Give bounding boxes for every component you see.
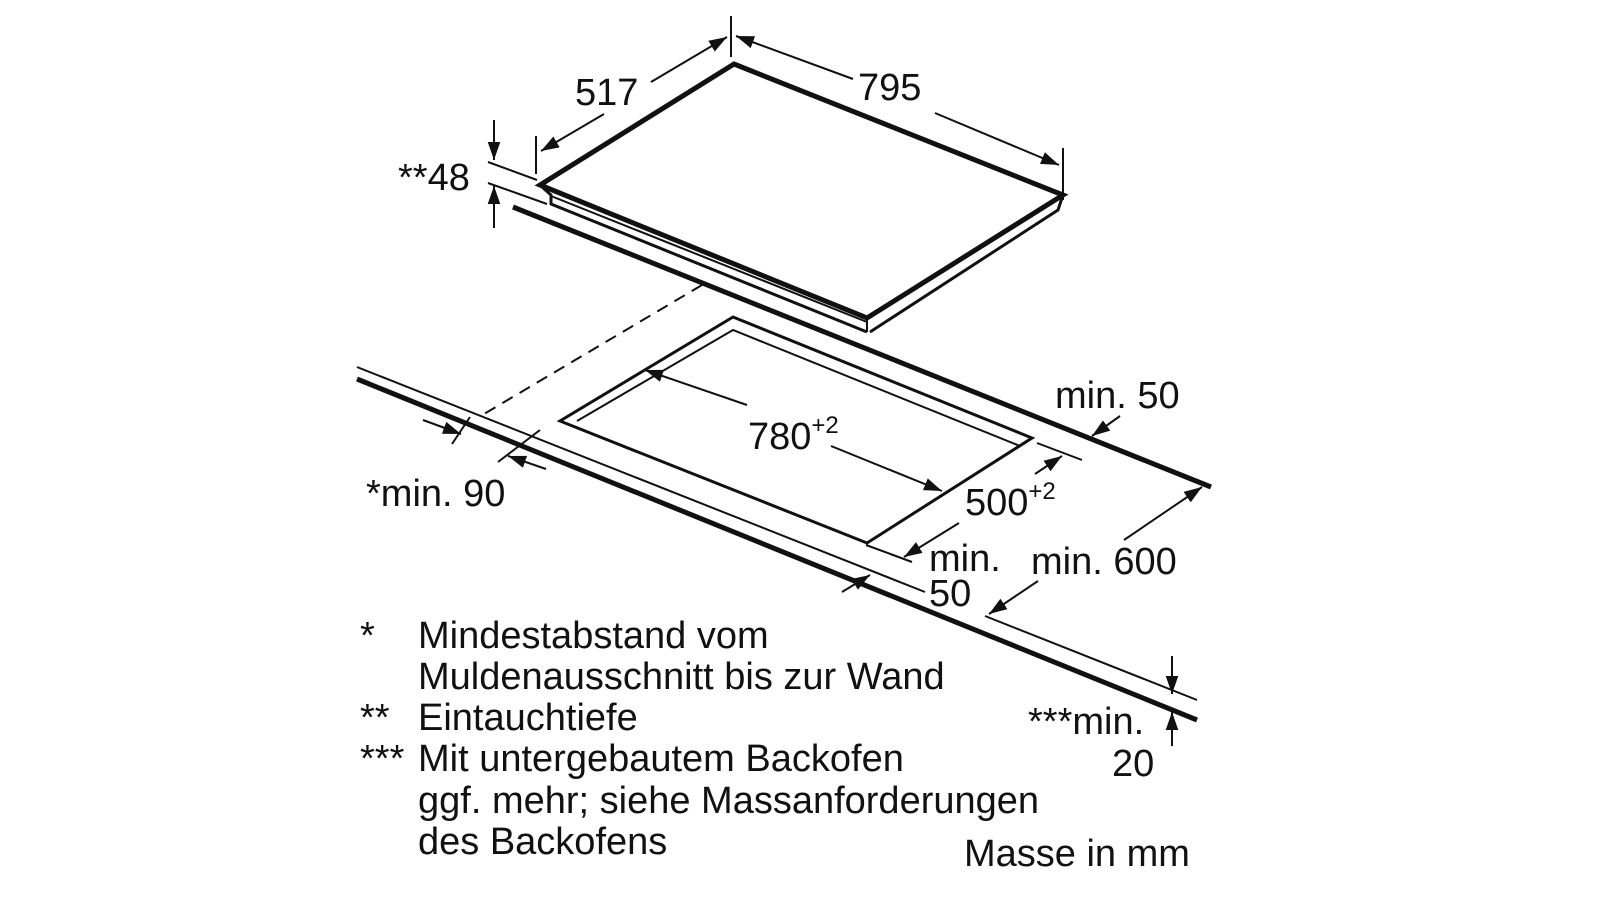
- width-label: 795: [858, 67, 921, 109]
- cutout-outer: [556, 315, 1036, 545]
- min-front-label-2: 50: [929, 573, 971, 615]
- cutout-inner-lip: [576, 328, 1021, 447]
- countertop-front-line-right: [984, 615, 1198, 701]
- legend-text-2: Eintauchtiefe: [418, 697, 638, 739]
- min-front-label-1: min.: [929, 538, 1001, 580]
- cutout-width-label: 780+2: [748, 412, 839, 458]
- hob-left-side: [539, 184, 868, 334]
- min-back-label: min. 50: [1055, 375, 1180, 417]
- countertop-front-line: [356, 366, 926, 593]
- min-wall-label: *min. 90: [366, 473, 505, 515]
- min-oven-label-2: 20: [1112, 743, 1154, 785]
- legend-marker-2: **: [360, 697, 390, 739]
- legend-marker-1: *: [360, 615, 375, 657]
- legend-marker-3: ***: [360, 738, 405, 780]
- projection-dashed-line: [483, 284, 703, 415]
- legend-text-3a: Mit untergebautem Backofen: [418, 738, 904, 780]
- countertop-front-edge: [356, 376, 1198, 723]
- countertop: [356, 204, 1212, 723]
- cutout: [556, 315, 1036, 545]
- units-note: Masse in mm: [964, 833, 1190, 875]
- immersion-depth-label: **48: [398, 157, 470, 199]
- legend-text-3b: ggf. mehr; siehe Massanforderungen: [418, 780, 1039, 822]
- countertop-back-edge: [512, 204, 1212, 490]
- hob-edge: [550, 195, 868, 323]
- legend-text-1b: Muldenausschnitt bis zur Wand: [418, 656, 945, 698]
- legend: * Mindestabstand vom Muldenausschnitt bi…: [360, 615, 1039, 863]
- cutout-depth-label: 500+2: [965, 478, 1056, 524]
- depth-label: 517: [575, 72, 638, 114]
- min-oven-label-1: ***min.: [1028, 701, 1144, 743]
- legend-text-1a: Mindestabstand vom: [418, 615, 769, 657]
- hob-right-side: [869, 197, 1064, 334]
- dimension-lines: [422, 16, 1203, 746]
- min-counter-label: min. 600: [1031, 541, 1177, 583]
- legend-text-3c: des Backofens: [418, 821, 667, 863]
- hob: [534, 61, 1069, 334]
